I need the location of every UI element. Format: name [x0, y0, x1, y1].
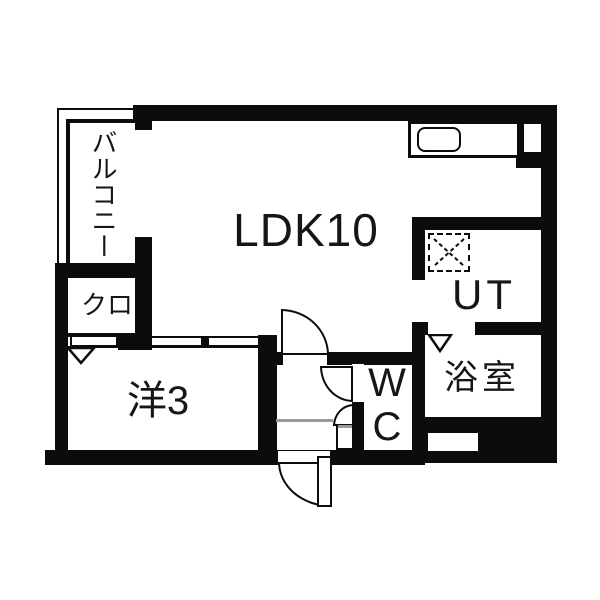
sliding-door-left	[150, 336, 203, 347]
wall-bottom	[45, 450, 425, 465]
closet-door-triangle-icon	[66, 347, 96, 365]
wall-right	[541, 105, 557, 463]
entrance-step-line	[276, 419, 333, 422]
washing-machine-space-icon	[428, 233, 470, 272]
ldk-door-swing	[281, 309, 329, 355]
kitchen-sink	[417, 127, 461, 152]
ut-door-opening	[412, 280, 425, 322]
wall-wc-top	[327, 352, 425, 365]
room-utility-label: UT	[452, 271, 516, 318]
room-western-label: 洋3	[126, 379, 190, 423]
wall-hall-top-stub	[277, 352, 283, 365]
wc-door-swing	[320, 366, 353, 402]
wall-left	[55, 263, 68, 465]
bathroom-window-notch	[428, 433, 478, 451]
entrance-door-leaf	[317, 456, 332, 507]
wall-hall-west	[258, 335, 277, 455]
sliding-door-meeting-stile	[203, 336, 207, 347]
washer-x-icon	[433, 238, 465, 267]
sliding-door-right	[207, 336, 260, 347]
wall-ut-left	[412, 217, 425, 463]
balcony-window-opening	[135, 130, 152, 237]
balcony-outline	[57, 108, 135, 265]
wc-door-opening	[352, 364, 364, 402]
hall-storage-door-swing	[333, 404, 354, 426]
closet-door-slot	[70, 335, 118, 347]
room-wc-label: WC	[365, 361, 409, 449]
room-balcony-label: バルコニー	[88, 129, 118, 259]
wall-top	[133, 105, 557, 121]
hall-storage-step	[338, 425, 352, 428]
room-ldk-label: LDK10	[233, 204, 379, 256]
kitchen-corner-window	[524, 124, 541, 152]
room-closet-label: クロ	[80, 290, 133, 320]
room-bathroom-label: 浴室	[444, 359, 520, 397]
wall-under-balcony	[55, 263, 152, 278]
bathroom-door-opening	[428, 322, 475, 335]
bathroom-door-triangle-icon	[427, 334, 453, 353]
western-room-top-line	[68, 346, 262, 348]
wall-ut-top	[412, 217, 542, 230]
